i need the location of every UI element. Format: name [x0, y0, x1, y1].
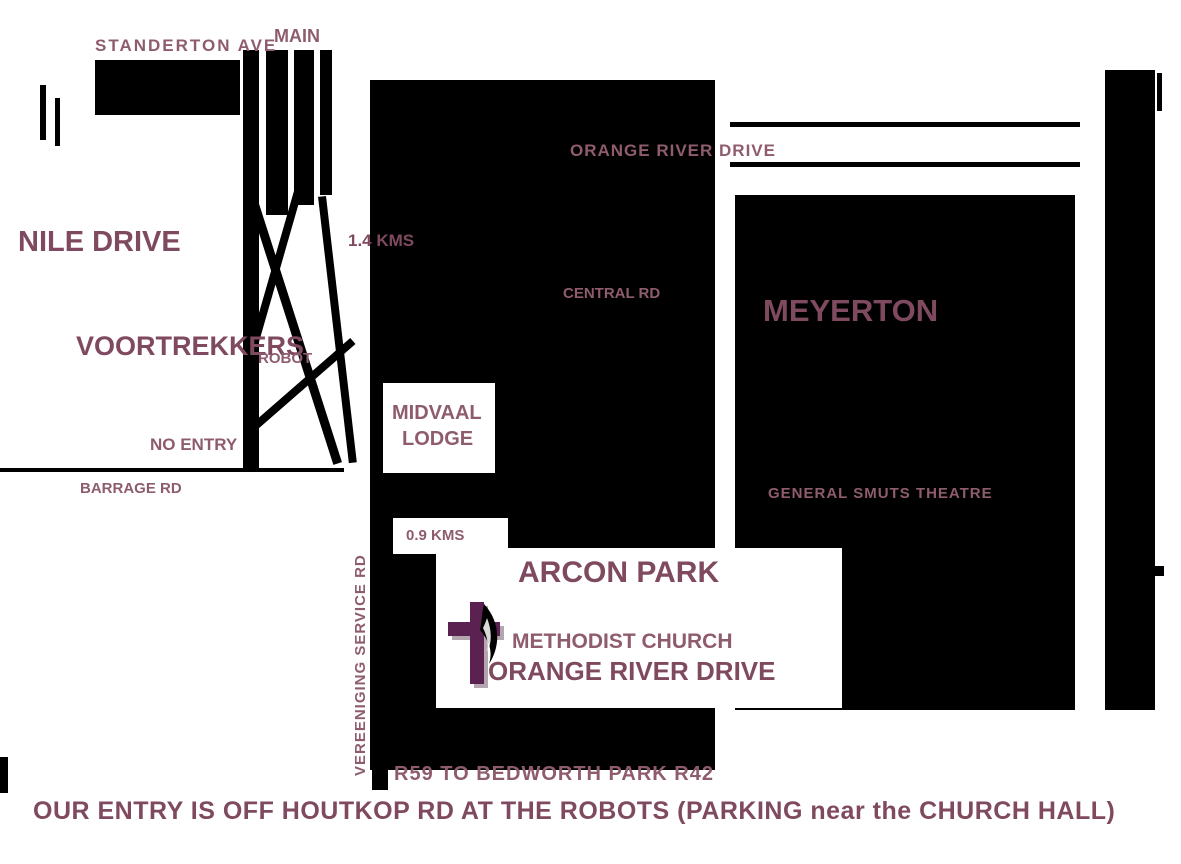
street-label-station-ave: STANDERTON AVE: [95, 36, 278, 55]
landmark-label-lodge-line2: LODGE: [402, 428, 474, 450]
road-bar: [294, 50, 314, 205]
church-logo: [446, 600, 506, 692]
road-line: [55, 98, 60, 146]
route-label-bottom: R59 TO BEDWORTH PARK R42: [394, 763, 714, 785]
road-line: [730, 122, 1080, 127]
street-label-barrage-rd: BARRAGE RD: [80, 480, 182, 497]
landmark-label-theatre: GENERAL SMUTS THEATRE: [768, 485, 993, 502]
map-edge-mark: [1157, 73, 1162, 111]
street-label-voortrekkers: VOORTREKKERS: [76, 331, 305, 361]
church-label-line2: ORANGE RIVER DRIVE: [488, 656, 776, 686]
street-label-nile-drive: NILE DRIVE: [18, 226, 181, 258]
church-label-line1: METHODIST CHURCH: [512, 630, 733, 653]
road-bar: [320, 50, 332, 195]
city-block: [1105, 70, 1155, 710]
map-edge-mark: [0, 757, 8, 793]
street-label-orange-river: ORANGE RIVER DRIVE: [570, 141, 776, 160]
road-bar: [266, 50, 288, 215]
city-block: [95, 60, 240, 115]
road-bar: [243, 50, 259, 470]
area-label-arcon-park: ARCON PARK: [518, 556, 720, 589]
distance-label-2: 0.9 KMS: [406, 527, 465, 544]
landmark-label-lodge-line1: MIDVAAL: [392, 402, 482, 424]
distance-label-1: 1.4 KMS: [348, 231, 415, 250]
road-line: [0, 468, 344, 472]
road-line: [730, 162, 1080, 167]
label-panel: [383, 383, 495, 473]
street-label-vereeniging-service-rd: VEREENIGING SERVICE RD: [352, 554, 369, 776]
street-label-central-rd: CENTRAL RD: [563, 285, 661, 302]
map-edge-mark: [1150, 566, 1164, 576]
robot-label: ROBOT: [258, 350, 313, 367]
street-label-main: MAIN: [274, 26, 320, 46]
road-line: [40, 85, 46, 140]
map-caption: OUR ENTRY IS OFF HOUTKOP RD AT THE ROBOT…: [33, 797, 1116, 825]
area-label-meyerton: MEYERTON: [763, 293, 939, 328]
no-entry-label: NO ENTRY: [150, 435, 238, 454]
road-end-mark: [372, 758, 388, 790]
cross-and-flame-icon: [448, 602, 504, 688]
